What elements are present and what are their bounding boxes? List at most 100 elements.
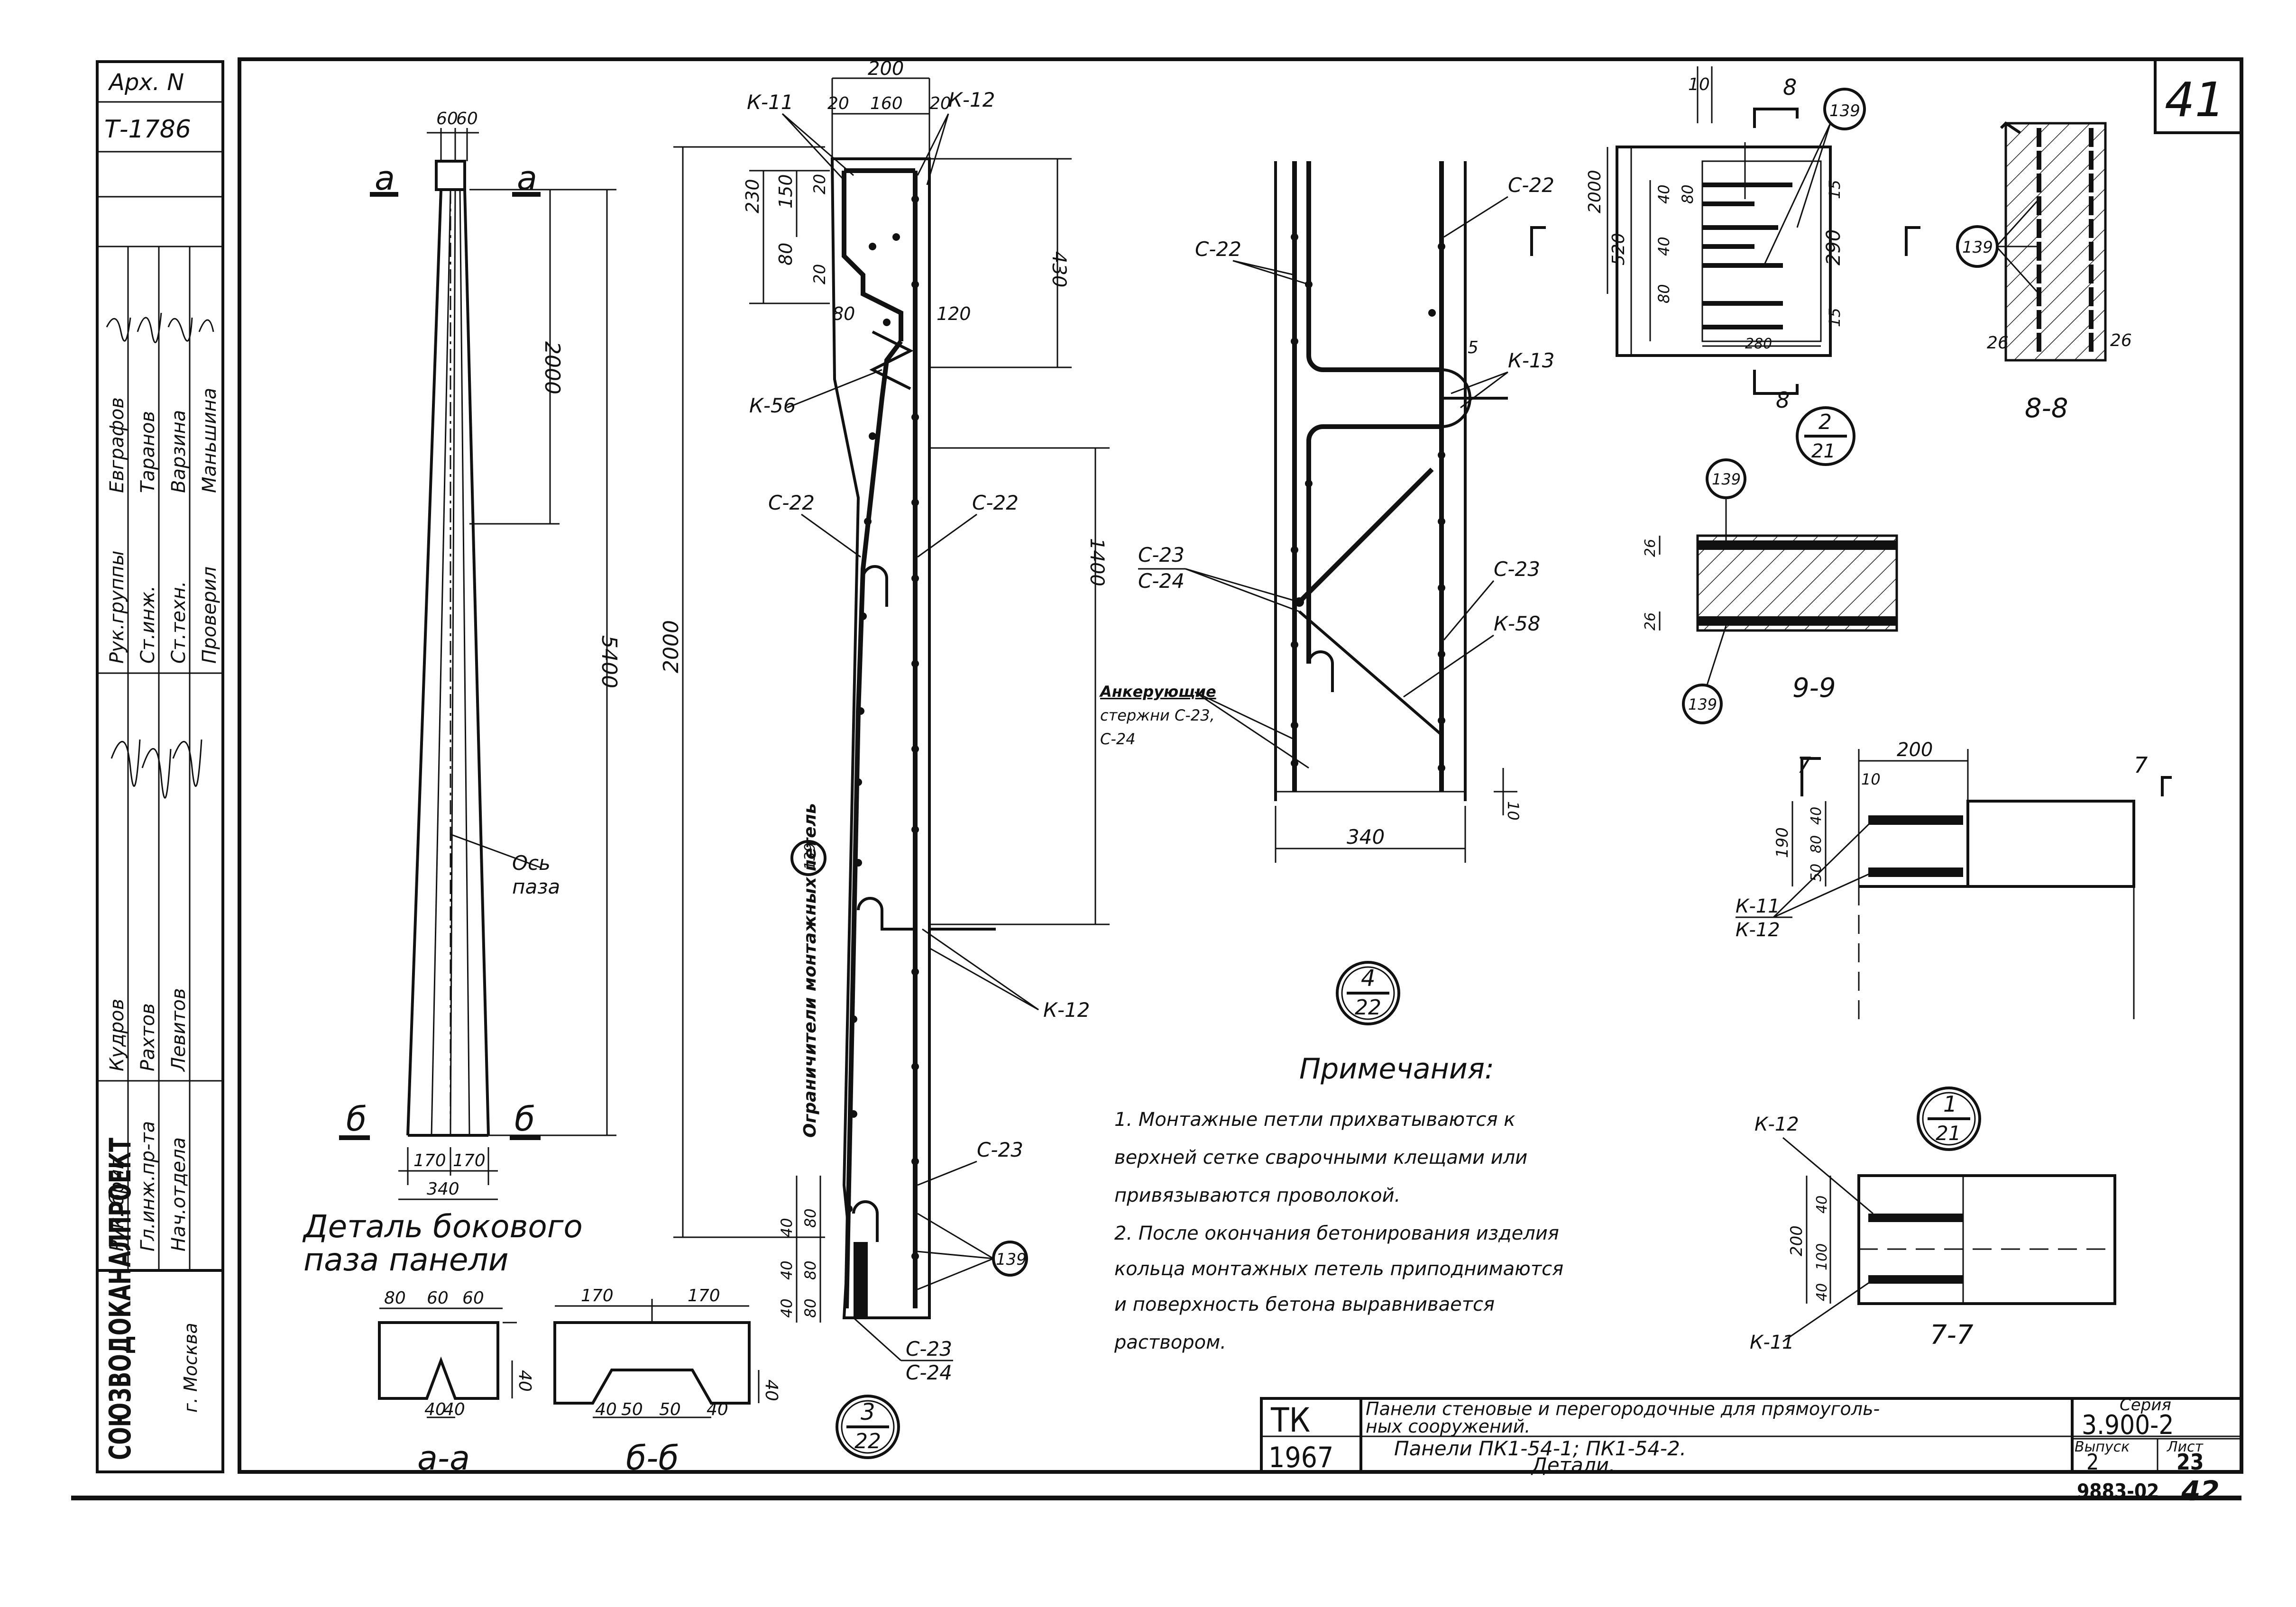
d4-anchor-3: С-24 [1100,730,1136,748]
ref121-den: 21 [1936,1122,1961,1145]
s99-dim-26a: 26 [1642,539,1659,557]
notes-item-6: и поверхность бетона выравнивается [1114,1294,1495,1315]
notes-item-2: верхней сетке сварочными клещами или [1114,1147,1527,1169]
section-a-left: а [375,159,395,198]
s77l-k11: К-11 [1750,1332,1794,1353]
d3-dim-80: 80 [832,303,855,324]
s77-dim-40: 40 [1808,807,1825,825]
role-1: Рук. бриг [106,1159,128,1251]
s88-dim-15a: 15 [1826,180,1844,199]
d3-dim-430: 430 [1048,251,1070,287]
s88-dim-80b: 80 [1655,284,1673,303]
ref-1-21: 1 21 [1917,1087,1981,1151]
bb-dim-40a: 40 [595,1400,617,1419]
d3-bl-80c: 80 [801,1298,819,1318]
d4-label-c22-left: С-22 [1195,237,1241,261]
s77-label-k12: К-12 [1736,919,1780,941]
s77l-dim-40a: 40 [1814,1196,1830,1214]
d3-dim-20-left: 20 [810,264,829,284]
d3-vertical-note: Ограничители монтажных петель [800,803,820,1138]
s88-dim-280: 280 [1745,336,1772,352]
d4-circle-ref [1336,961,1400,1025]
s77-cut-left: 7 [1797,752,1811,778]
s88-side-dim-26a: 26 [1987,333,2009,353]
s77-dim-50: 50 [1808,864,1825,882]
s77-dim-200: 200 [1897,739,1933,761]
d4-dim-340: 340 [1347,825,1385,849]
d4-anchor-2: стержни С-23, [1100,706,1215,724]
d4-ref-num: 4 [1361,965,1376,992]
groove-caption-2: паза панели [303,1242,509,1278]
s77l-label: 7-7 [1930,1320,1974,1351]
d3-dim-120: 120 [937,303,971,324]
aa-dim-60a: 60 [427,1288,449,1308]
d3-dim-150: 150 [775,174,796,209]
s99-circle-top: 139 [1712,470,1741,488]
name-2: Рахтов [137,1003,159,1071]
d3-bl-40a: 40 [778,1218,796,1237]
d3-bl-80a: 80 [801,1208,819,1228]
s77-cut-right: 7 [2134,752,2148,778]
left-stamp: Арх. N Т-1786 Рук. бриг Гл.инж.пр-та Нач… [96,60,224,1473]
d3-ref-den: 22 [854,1429,881,1453]
archive-title: Арх. N [108,69,184,96]
s88-dim-80a: 80 [1679,184,1697,204]
groove-bottom-170a: 170 [413,1151,446,1170]
notes-item-1: 1. Монтажные петли прихватываются к [1114,1109,1515,1131]
s88-side-dim-26b: 26 [2110,331,2132,350]
d4-label-c23-a: С-23 [1138,543,1185,566]
role-5: Ст.техн. [168,581,190,664]
s88-dim-10: 10 [1688,75,1710,94]
bb-dim-170a: 170 [581,1286,614,1306]
name-1: Кудров [106,999,128,1071]
d4-label-k13: К-13 [1508,349,1554,372]
tb-title-2: ных сооружений. [1366,1416,1530,1437]
tb-subtitle-2: Детали. [1531,1453,1615,1477]
d3-bl-40c: 40 [778,1298,796,1318]
section-77-lower: 40 100 200 40 К-12 К-11 7-7 [1750,1114,2116,1353]
role-4: Проверил [199,566,220,664]
name-6: Таранов [137,411,159,493]
s88-side-circle: 139 [1962,238,1993,257]
bb-dim-50a: 50 [621,1400,643,1419]
notes-item-5: кольца монтажных петель приподнимаются [1114,1258,1563,1280]
tb-series: 3.900-2 [2082,1410,2174,1441]
s77l-k12: К-12 [1754,1114,1799,1135]
section-aa: 80 60 60 40 40 40 а-а [378,1288,534,1478]
aa-dim-60b: 60 [462,1288,484,1308]
aa-dim-80: 80 [384,1288,406,1308]
d3-dim-20b: 20 [929,94,951,113]
s88-side-label: 8-8 [2025,393,2068,424]
tb-sheet-label: Лист [2167,1439,2204,1455]
d3-label-k56: К-56 [749,394,796,417]
d3-dim-200: 200 [868,58,904,80]
detail-3-22: 200 20 160 20 230 150 20 80 20 80 120 43… [659,58,1110,1459]
groove-axis-label-2: паза [512,875,560,898]
s77-dim-80: 80 [1808,835,1825,853]
s77-label-k11: К-11 [1736,895,1780,917]
s88-cut-bottom: 8 [1776,387,1790,413]
role-2: Гл.инж.пр-та [137,1121,159,1251]
groove-bottom-340: 340 [427,1179,459,1199]
groove-detail: 60 60 2000 5400 а а б б Ось паза 170 170… [302,109,621,1278]
tb-title-1: Панели стеновые и перегородочные для пря… [1366,1398,1880,1419]
s88-cut-top: 8 [1783,74,1797,100]
d3-bl-80b: 80 [801,1260,819,1280]
aa-dim-40-side: 40 [515,1370,534,1392]
groove-caption-1: Деталь бокового [302,1208,583,1245]
bb-dim-40b: 40 [707,1400,728,1419]
s88-ref-den: 21 [1811,440,1836,462]
section-b-left: б [346,1100,367,1139]
role-3: Нач.отдела [168,1137,190,1251]
s88-dim-290: 290 [1823,229,1845,265]
section-88-top: 139 10 8 8 2000 520 40 80 40 80 15 290 1… [1530,66,1920,466]
d3-circle-139-label: 139 [996,1250,1027,1269]
role-7: Рук.группы [106,550,128,664]
d4-label-k58: К-58 [1494,612,1540,635]
tb-series-label: Серия [2120,1396,2171,1415]
tb-issue-label: Выпуск [2075,1439,2130,1455]
section-99: 139 139 26 26 9-9 [1642,458,1898,724]
s88-dim-40b: 40 [1655,237,1673,256]
detail-4-22: 340 10 5 С-22 С-22 К-13 С-23 С-24 С-23 К… [1099,161,1554,1025]
